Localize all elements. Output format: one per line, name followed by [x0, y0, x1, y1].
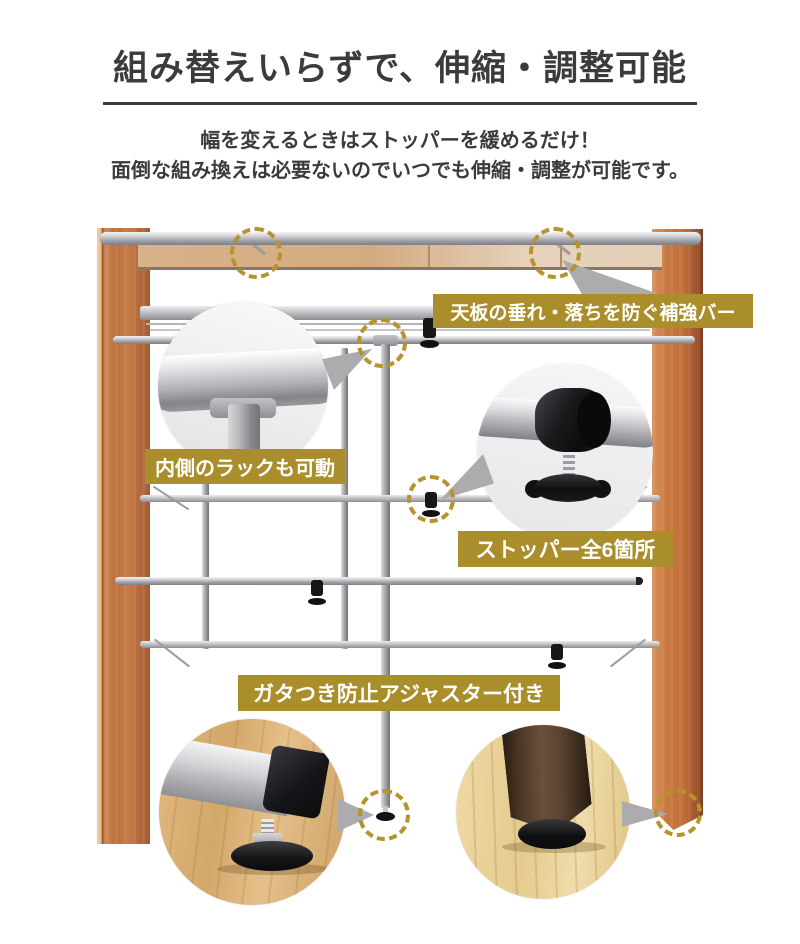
tee-joint-inset — [158, 302, 328, 472]
stopper-stem — [563, 452, 575, 478]
stopper-clamp — [311, 580, 323, 596]
upper-crossbar — [140, 495, 660, 502]
page-title: 組み替えいらずで、伸縮・調整可能 — [113, 49, 687, 88]
callout-label-inner-rack: 内側のラックも可動 — [145, 449, 345, 484]
stopper-knob — [420, 340, 439, 348]
highlight-circle-stopper — [407, 475, 455, 523]
highlight-circle-pole-top — [357, 318, 407, 368]
adjuster-foot — [518, 819, 586, 849]
stopper-knob — [308, 598, 326, 605]
stopper-knob — [548, 662, 566, 669]
top-shelf-board — [138, 245, 662, 270]
board-seam — [428, 245, 430, 267]
highlight-circle-top-right — [529, 227, 581, 279]
callout-label-stopper: ストッパー全6箇所 — [458, 531, 673, 567]
leg-end-cap — [261, 744, 331, 820]
center-pole — [381, 344, 390, 808]
stopper-clamp-end — [577, 392, 611, 448]
adjuster-foot — [231, 841, 313, 871]
shelf-wire-line — [146, 323, 654, 325]
callout-label-adjuster: ガタつき防止アジャスター付き — [238, 675, 560, 711]
callout-text: 内側のラックも可動 — [155, 458, 335, 480]
subtitle-line-2: 面倒な組み換えは必要ないのでいつでも伸縮・調整が可能です。 — [111, 160, 689, 182]
callout-text: 天板の垂れ・落ちを防ぐ補強バー — [450, 302, 736, 324]
bar-end-cap — [636, 577, 643, 585]
left-foot-inset — [159, 719, 345, 905]
highlight-circle-top-left — [230, 227, 282, 279]
highlight-circle-pole-foot — [358, 789, 410, 841]
lower-crossbar — [140, 641, 660, 648]
callout-text: ガタつき防止アジャスター付き — [252, 683, 546, 706]
title-underline — [103, 102, 697, 105]
middle-hanger-bar — [115, 577, 643, 585]
left-wood-panel — [97, 228, 150, 844]
right-wood-panel — [652, 229, 703, 830]
callout-label-reinforce-bar: 天板の垂れ・落ちを防ぐ補強バー — [433, 294, 753, 328]
top-rail — [100, 232, 701, 245]
stopper-clamp — [551, 644, 563, 660]
callout-text: ストッパー全6箇所 — [475, 539, 656, 562]
highlight-circle-panel-foot — [654, 789, 702, 837]
stopper-knob-photo — [534, 474, 602, 502]
stopper-inset — [477, 364, 653, 540]
subtitle-line-1: 幅を変えるときはストッパーを緩めるだけ！ — [200, 130, 600, 152]
right-foot-inset — [456, 725, 630, 899]
stopper-clamp — [423, 318, 436, 338]
